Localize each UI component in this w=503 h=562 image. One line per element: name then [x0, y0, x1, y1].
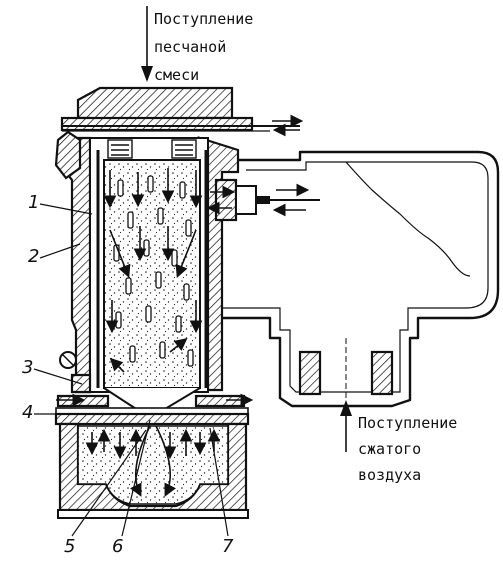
side-lugs: [54, 130, 92, 394]
blow-head: [57, 422, 249, 519]
sand-inlet-label: Поступление песчаной смеси: [154, 10, 253, 84]
callout-4: 4: [22, 402, 33, 423]
air-inlet-line-1: Поступление: [358, 414, 457, 432]
callouts: 1 2 3 4 5 6 7: [22, 192, 234, 557]
hopper-funnel: [60, 86, 304, 137]
callout-1: 1: [28, 192, 39, 213]
air-inlet-line-3: воздуха: [358, 466, 421, 484]
callout-3: 3: [22, 357, 33, 378]
sand-inlet-arrow: [141, 6, 153, 82]
callout-6: 6: [112, 536, 123, 557]
sand-inlet-line-1: Поступление: [154, 10, 253, 28]
air-inlet-line-2: сжатого: [358, 440, 421, 458]
inner-cylinder: [96, 139, 208, 420]
sand-inlet-line-3: смеси: [154, 66, 199, 84]
air-receiver: [222, 150, 500, 408]
callout-5: 5: [64, 536, 75, 557]
callout-7: 7: [222, 536, 234, 557]
sand-inlet-line-2: песчаной: [154, 38, 226, 56]
air-inlet-arrow: [340, 400, 352, 452]
flange-plate: [54, 393, 254, 426]
callout-2: 2: [28, 246, 39, 267]
air-inlet-label: Поступление сжатого воздуха: [358, 414, 457, 484]
valve-assembly: [206, 178, 320, 222]
